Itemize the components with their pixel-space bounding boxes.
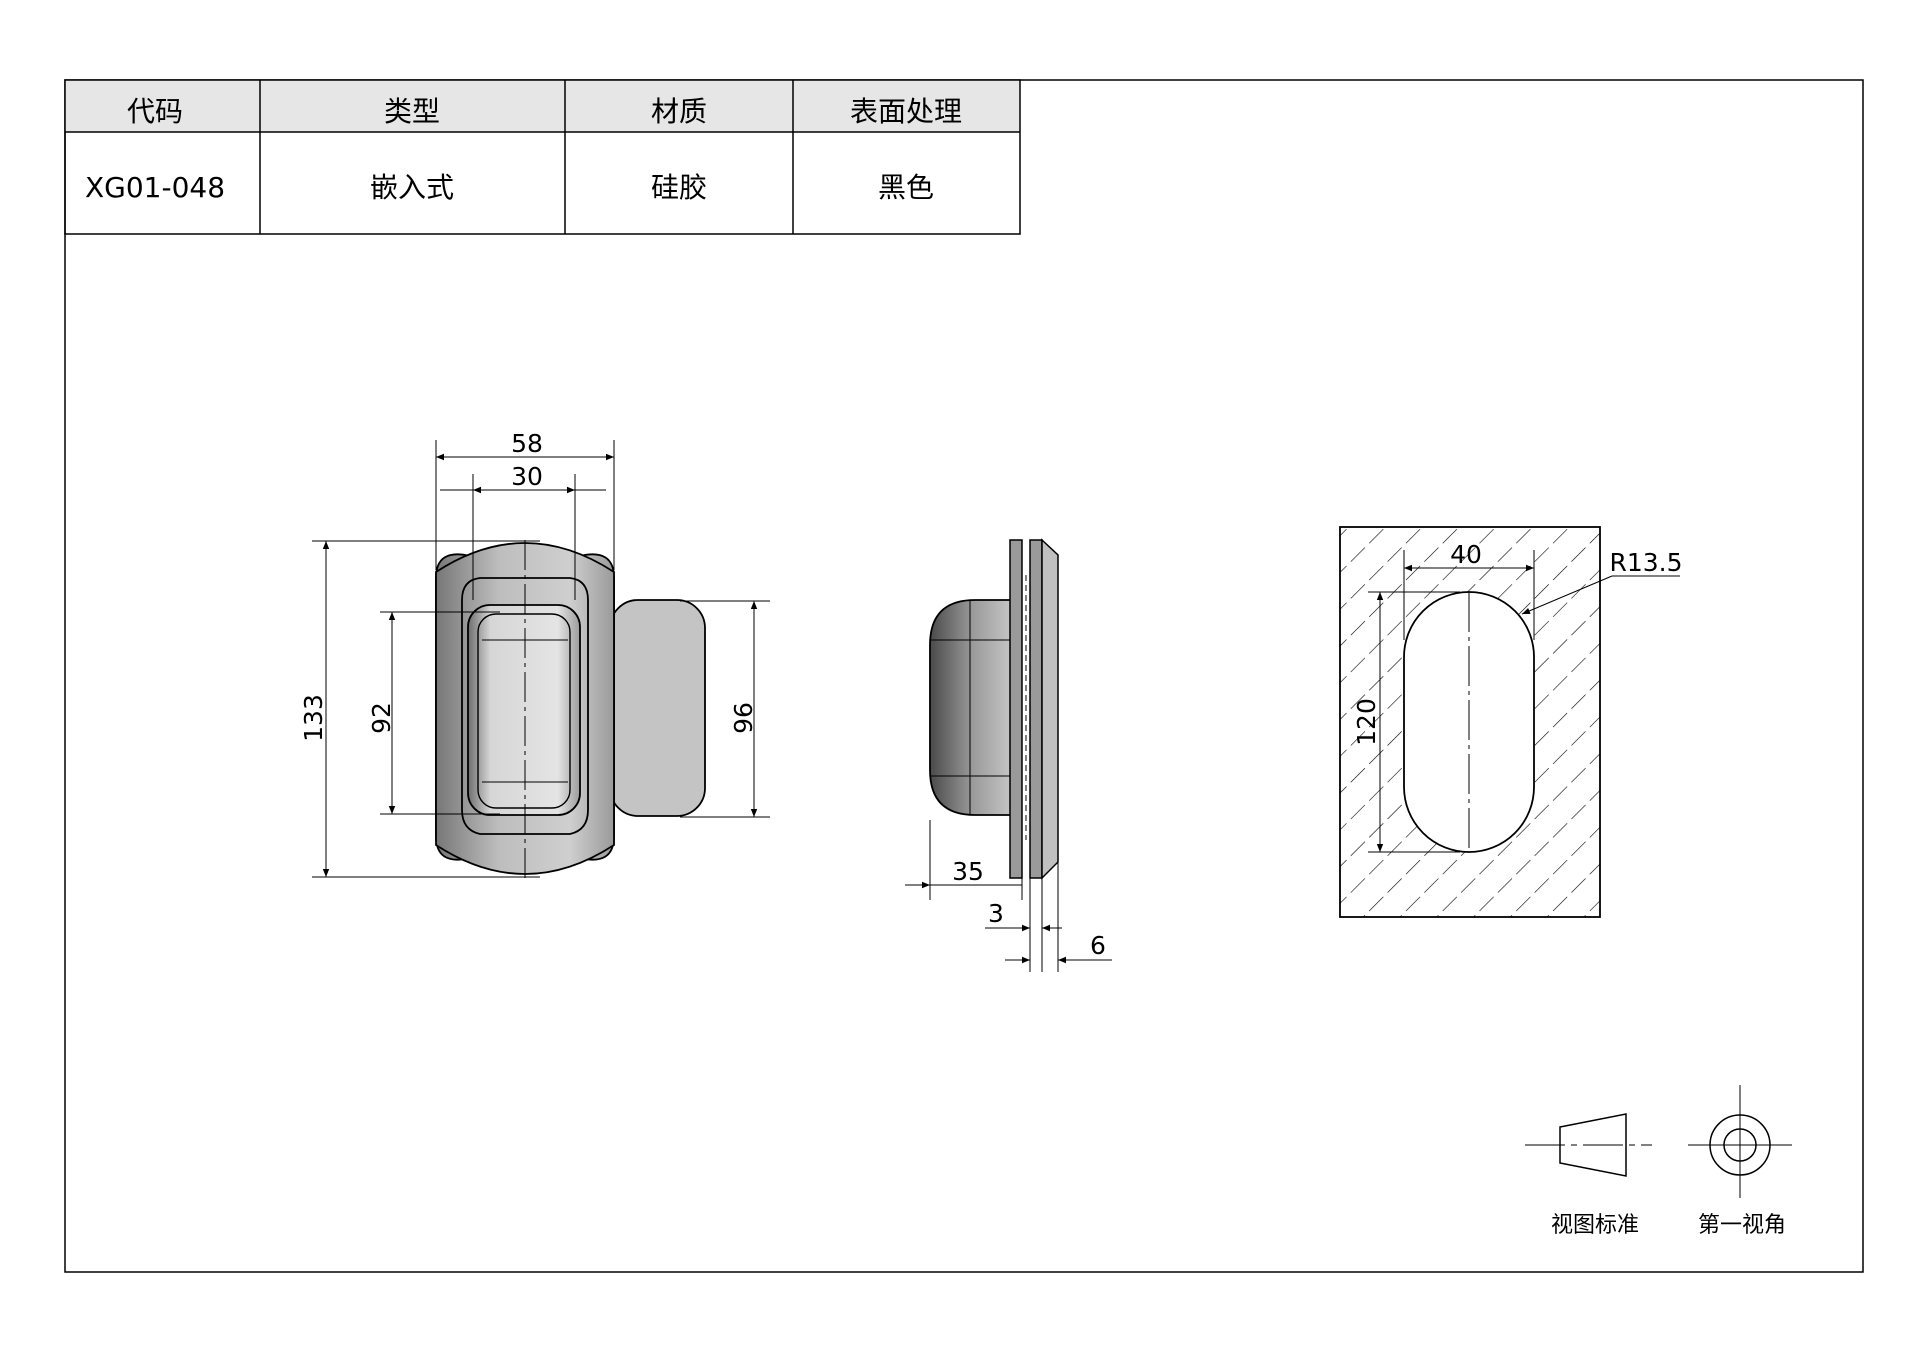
- dim-flange: 3: [988, 899, 1004, 928]
- dim-depth: 35: [952, 857, 984, 886]
- dim-height-total: 133: [299, 694, 328, 742]
- dim-cutout-radius: R13.5: [1609, 548, 1682, 577]
- table-value-type: 嵌入式: [370, 171, 454, 204]
- side-flange: [1041, 538, 1059, 880]
- table-header-code: 代码: [127, 95, 183, 128]
- dim-thickness: 6: [1090, 931, 1106, 960]
- first-angle-inner-circle: [1723, 1128, 1757, 1162]
- dim-height-inner: 92: [367, 702, 396, 734]
- table-value-finish: 黑色: [878, 171, 934, 204]
- dim-height-body: 96: [729, 702, 758, 734]
- first-angle-outer-circle: [1709, 1114, 1771, 1176]
- view-standard-label: 视图标准: [1551, 1213, 1639, 1238]
- table-header-type: 类型: [384, 95, 440, 128]
- dim-width-inner: 30: [511, 462, 543, 491]
- table-value-material: 硅胶: [651, 171, 707, 204]
- table-header-finish: 表面处理: [850, 95, 962, 128]
- side-body: [929, 599, 1016, 816]
- side-plate-2: [1029, 539, 1043, 879]
- dim-cutout-height: 120: [1352, 698, 1381, 746]
- spec-table: 代码 类型 材质 表面处理 XG01-048 嵌入式 硅胶 黑色: [64, 79, 1021, 235]
- table-header-material: 材质: [651, 95, 707, 128]
- projection-symbol: 视图标准 第一视角: [1525, 1085, 1792, 1238]
- dim-cutout-width: 40: [1450, 540, 1482, 569]
- truncated-cone-icon: [1559, 1113, 1627, 1177]
- dim-width-outer: 58: [511, 429, 543, 458]
- handle-body: [609, 599, 706, 817]
- first-angle-label: 第一视角: [1698, 1213, 1786, 1238]
- side-view: 35 3 6: [905, 538, 1112, 972]
- table-value-code: XG01-048: [85, 171, 225, 204]
- cutout-view: 40 R13.5 120: [1339, 526, 1683, 918]
- side-plate-1: [1009, 539, 1023, 879]
- front-view: 58 30 133 92 96: [299, 429, 770, 880]
- handle-pocket: [467, 604, 581, 816]
